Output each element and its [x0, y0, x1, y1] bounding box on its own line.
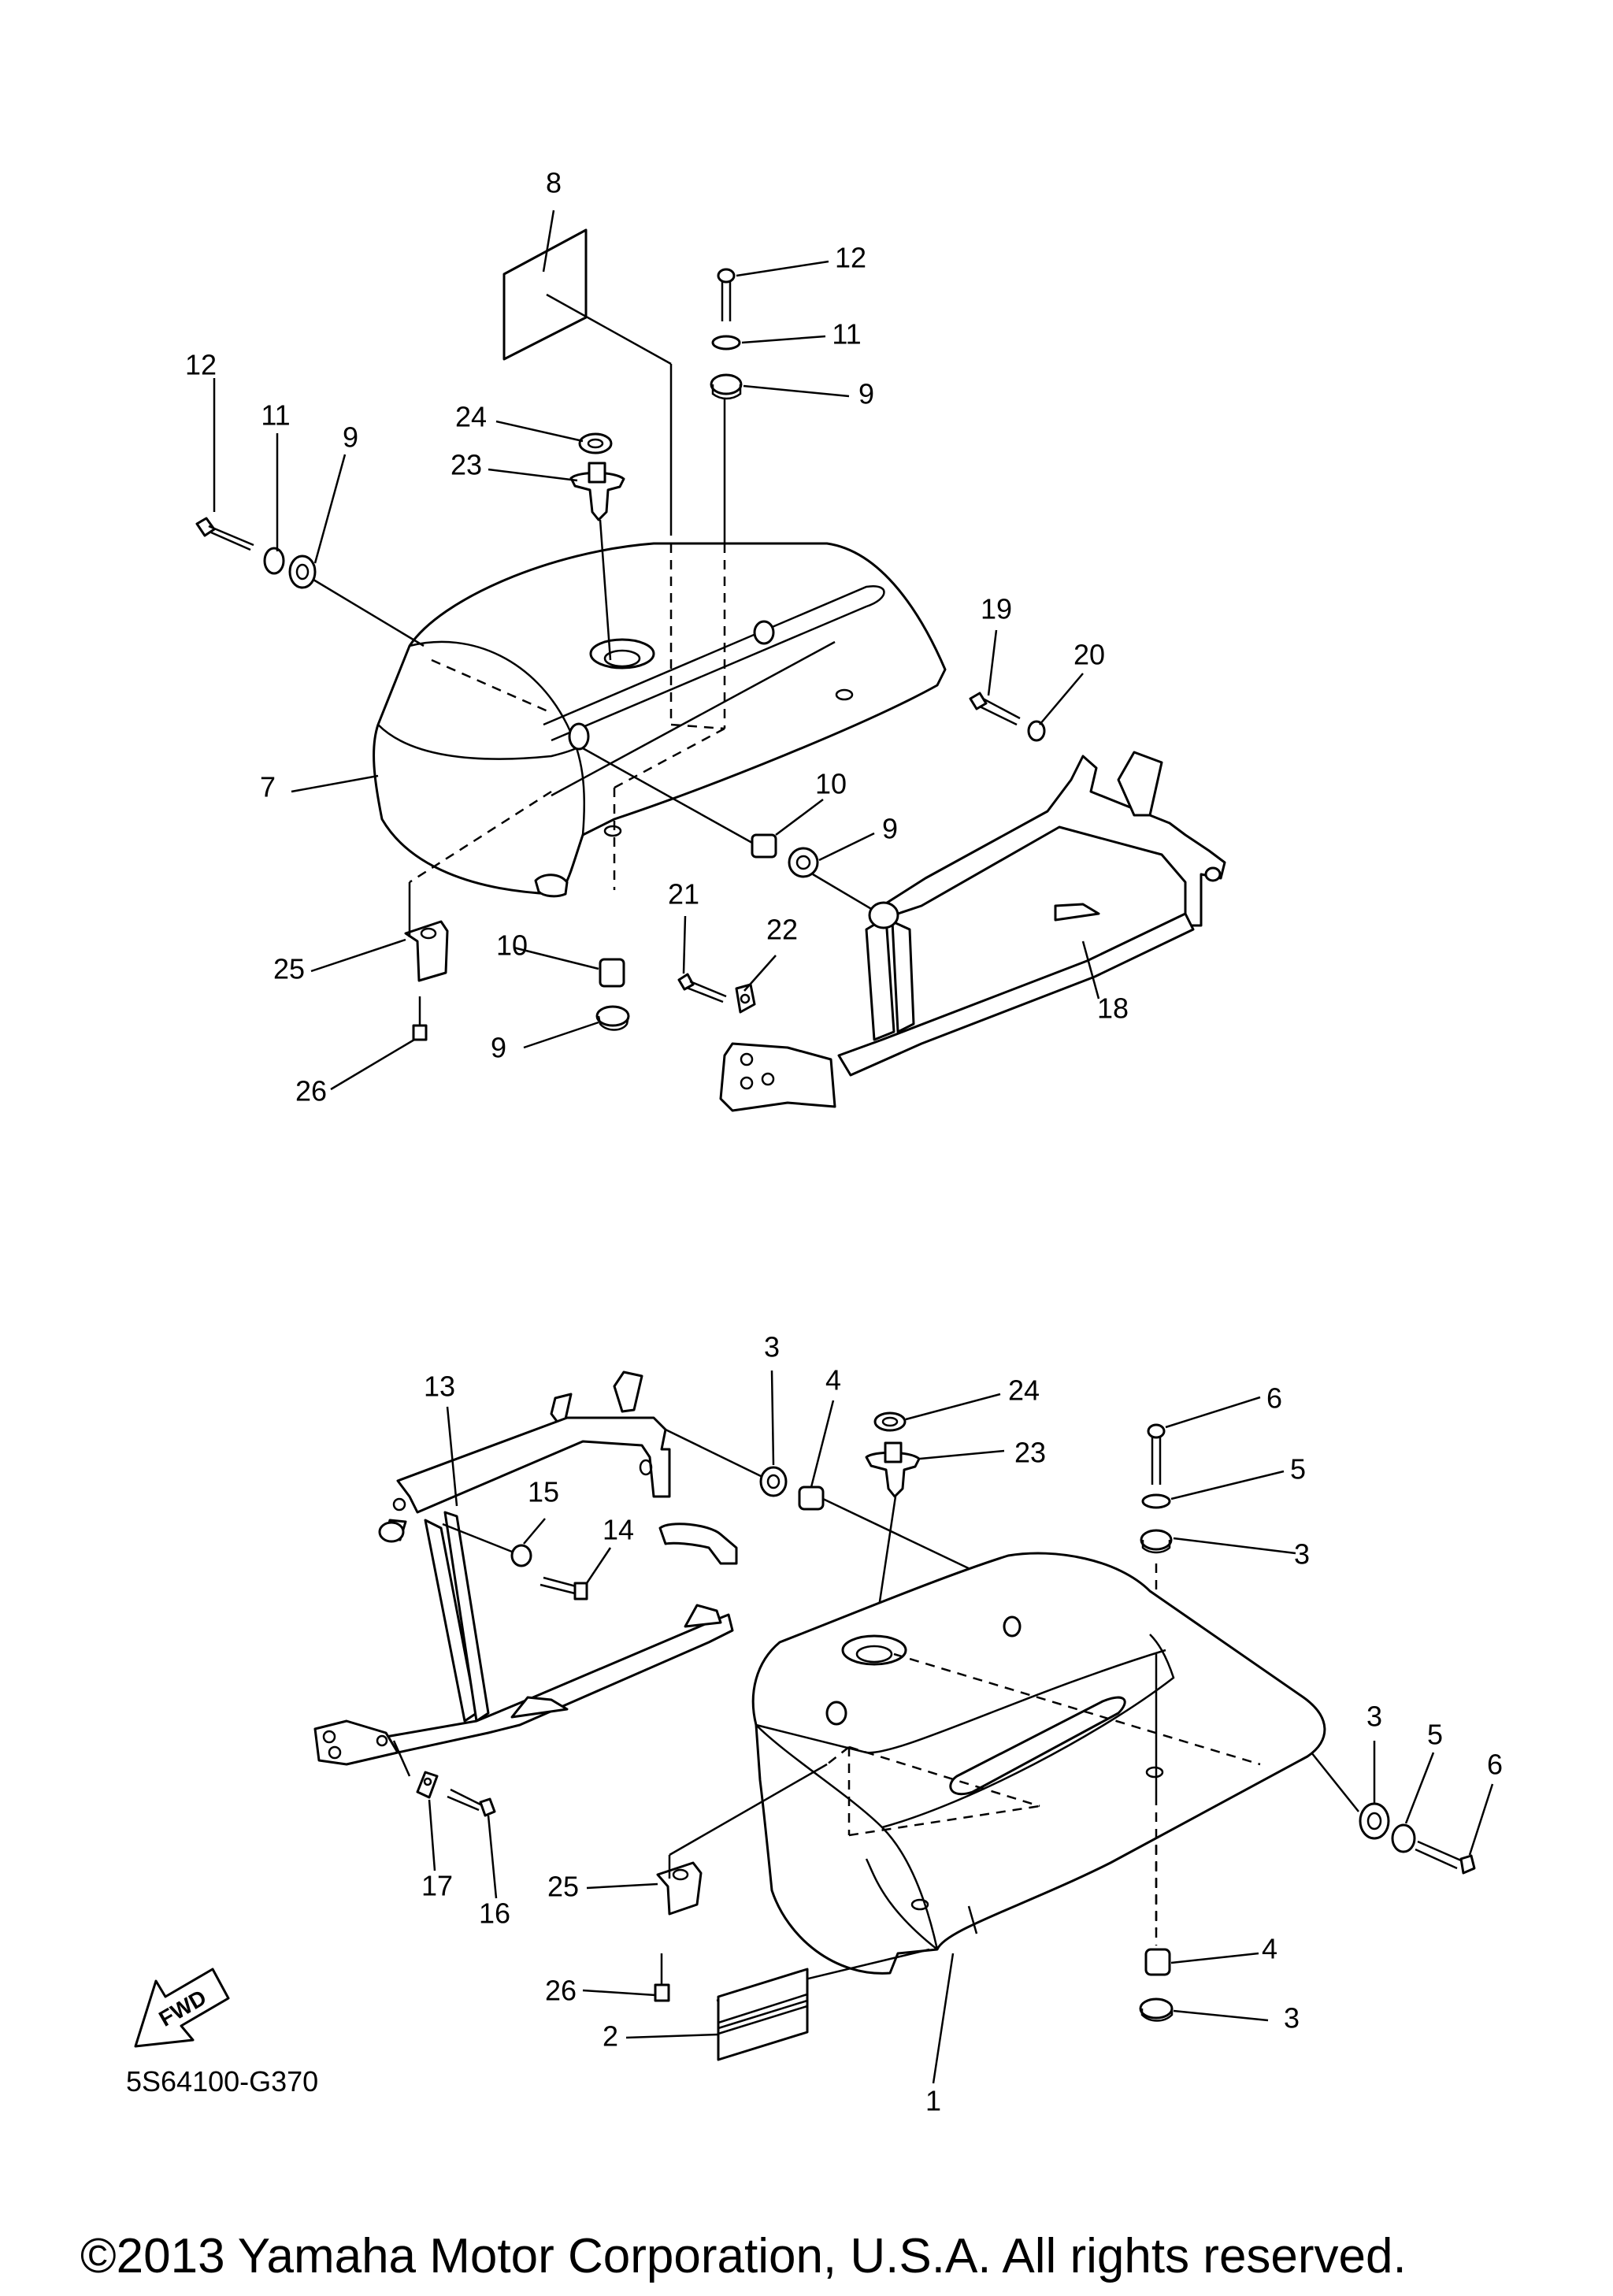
callout-1: 1	[925, 2085, 941, 2117]
callout-16: 16	[479, 1897, 510, 1930]
saddlebag-left	[373, 398, 947, 898]
callouts-bottom: 3 4 24 23 6 5 3 13 15 14 3 5 6 17 16 25 …	[421, 1331, 1503, 2117]
callout-4: 4	[825, 1364, 841, 1397]
top-assembly	[195, 210, 1226, 1112]
callout-17: 17	[421, 1870, 453, 1902]
callout-4: 4	[1262, 1933, 1277, 1965]
callout-12: 12	[835, 242, 866, 274]
copyright-notice: ©2013 Yamaha Motor Corporation, U.S.A. A…	[80, 2229, 1407, 2283]
callout-3: 3	[1284, 2002, 1300, 2035]
leader-lines-top	[213, 210, 1100, 1091]
callout-22: 22	[766, 914, 798, 946]
callout-18: 18	[1097, 992, 1129, 1025]
callout-11: 11	[832, 318, 861, 351]
callout-6: 6	[1266, 1382, 1282, 1415]
spacer-grommet-lower	[1139, 1948, 1174, 2022]
callout-10: 10	[496, 929, 528, 962]
callout-6: 6	[1487, 1749, 1503, 1781]
callout-3: 3	[1294, 1538, 1310, 1571]
spacer-lower	[595, 958, 630, 1031]
callout-26: 26	[295, 1075, 327, 1107]
saddlebag-stay-top	[719, 751, 1226, 1112]
callout-9: 9	[882, 813, 898, 845]
callout-20: 20	[1073, 639, 1105, 671]
diagram-code: 5S64100-G370	[126, 2065, 318, 2098]
fastener-right-bottom-top	[1140, 1423, 1173, 1930]
fastener-left-top	[195, 517, 425, 647]
callout-3: 3	[1366, 1701, 1382, 1733]
bolt-washer-frame	[442, 1523, 588, 1601]
callout-8: 8	[546, 167, 562, 199]
callout-7: 7	[260, 771, 276, 803]
bolt-plate-top	[677, 973, 756, 1014]
reflector-strips	[717, 1968, 809, 2061]
bracket-top	[404, 882, 449, 1041]
bolt-washer-right	[969, 692, 1046, 742]
callout-24: 24	[1008, 1374, 1040, 1407]
callouts-top: 8 12 11 9 12 11 9 24 23 7 19 20 10 9 21 …	[185, 167, 1129, 1107]
bolt-plate-bottom	[392, 1740, 496, 1817]
callout-14: 14	[603, 1514, 634, 1546]
callout-11: 11	[261, 399, 290, 432]
callout-25: 25	[273, 953, 305, 985]
lock-assembly-top	[569, 432, 625, 661]
bracket-bottom	[654, 1855, 703, 2002]
callout-23: 23	[451, 449, 482, 481]
callout-26: 26	[545, 1975, 577, 2007]
callout-24: 24	[455, 401, 487, 433]
callout-3: 3	[764, 1331, 780, 1363]
callout-9: 9	[491, 1032, 506, 1064]
callout-13: 13	[424, 1371, 455, 1403]
callout-12: 12	[185, 349, 217, 381]
callout-10: 10	[815, 768, 847, 800]
saddlebag-stay-bottom	[313, 1371, 738, 1766]
callout-5: 5	[1290, 1453, 1306, 1486]
leader-lines-bottom	[428, 1370, 1494, 2084]
fwd-arrow-icon: FWD	[134, 1968, 230, 2048]
grommet-spacer-frame	[665, 1428, 1009, 1589]
callout-23: 23	[1014, 1437, 1046, 1469]
callout-25: 25	[547, 1871, 579, 1903]
callout-19: 19	[981, 593, 1012, 625]
callout-21: 21	[668, 878, 699, 911]
callout-15: 15	[528, 1476, 559, 1508]
callout-5: 5	[1427, 1719, 1443, 1751]
fastener-right-side	[1359, 1802, 1476, 1875]
bottom-assembly: FWD	[134, 1370, 1494, 2084]
part-label-sticker	[502, 228, 673, 536]
callout-2: 2	[603, 2020, 618, 2053]
fastener-right-top	[710, 268, 743, 400]
callout-9: 9	[343, 421, 358, 454]
saddlebag-right	[669, 1552, 1359, 2002]
callout-9: 9	[858, 378, 874, 410]
